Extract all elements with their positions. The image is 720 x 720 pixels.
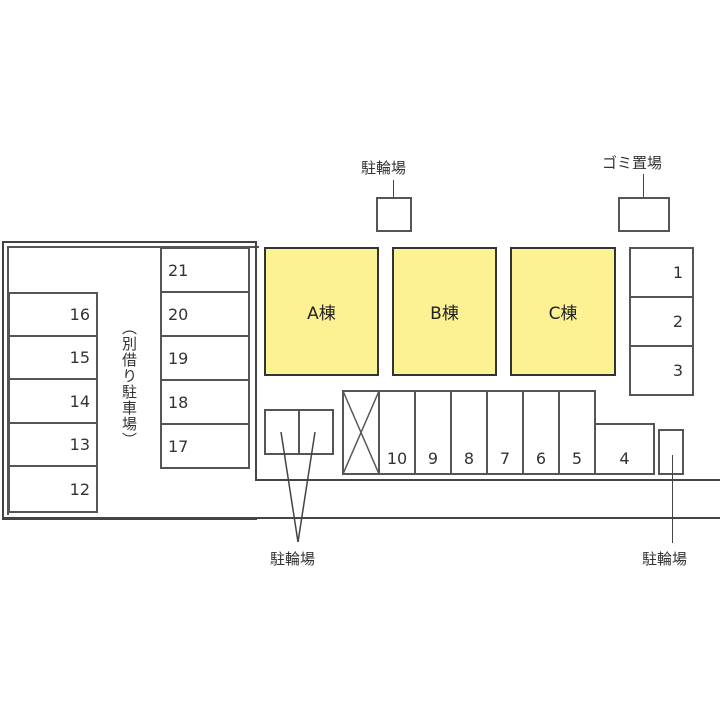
unavailable-stall-x-icon — [342, 390, 380, 475]
stall-number: 19 — [168, 348, 189, 368]
parking-stall-13: 13 — [8, 422, 98, 467]
parking-stall-10: 10 — [378, 390, 416, 475]
parking-stall-1: 1 — [629, 247, 694, 298]
leader-line — [643, 174, 644, 218]
stall-number: 5 — [571, 449, 583, 468]
stall-number: 3 — [672, 361, 683, 380]
separate-parking-lot-outer — [2, 241, 257, 520]
bicycle-parking-top — [376, 197, 412, 232]
parking-stall-15: 15 — [8, 335, 98, 380]
stall-number: 18 — [168, 392, 189, 412]
parking-stall-18: 18 — [160, 379, 250, 425]
parking-stall-19: 19 — [160, 335, 250, 381]
stall-number: 15 — [69, 348, 90, 367]
building-label: C棟 — [548, 304, 578, 324]
building-b: B棟 — [392, 247, 497, 376]
parking-stall-9: 9 — [414, 390, 452, 475]
parking-stall-16: 16 — [8, 292, 98, 337]
road-line — [2, 517, 720, 519]
leader-lines-bottom-left — [280, 431, 316, 543]
leader-line — [672, 455, 673, 543]
parking-stall-3: 3 — [629, 345, 694, 396]
parking-stall-2: 2 — [629, 296, 694, 347]
bicycle-parking-label-bottom-left: 駐輪場 — [270, 550, 316, 568]
separate-parking-label: （別借り駐車場） — [120, 320, 138, 448]
stall-number: 14 — [69, 391, 90, 411]
building-c: C棟 — [510, 247, 616, 376]
stall-number: 17 — [168, 436, 189, 456]
building-a: A棟 — [264, 247, 379, 376]
bicycle-parking-left-b — [298, 409, 334, 455]
parking-stall-8: 8 — [450, 390, 488, 475]
stall-number: 13 — [69, 435, 90, 454]
parking-stall-5: 5 — [558, 390, 596, 475]
stall-number: 4 — [619, 449, 630, 468]
parking-stall-17: 17 — [160, 423, 250, 469]
garbage-area-label: ゴミ置場 — [602, 154, 663, 172]
parking-stall-7: 7 — [486, 390, 524, 475]
building-label: B棟 — [430, 304, 459, 324]
stall-number: 6 — [535, 449, 547, 468]
stall-number: 16 — [69, 305, 90, 324]
bicycle-parking-right — [658, 429, 684, 475]
stall-number: 21 — [168, 260, 189, 280]
stall-number: 2 — [672, 312, 683, 331]
garbage-area — [618, 197, 670, 232]
parking-stall-20: 20 — [160, 291, 250, 337]
stall-number: 10 — [386, 449, 408, 468]
parking-stall-6: 6 — [522, 390, 560, 475]
lot-right-edge-line — [255, 241, 257, 481]
bicycle-parking-label-bottom-right: 駐輪場 — [642, 550, 688, 568]
stall-number: 9 — [427, 449, 439, 468]
parking-stall-12: 12 — [8, 465, 98, 513]
stall-number: 12 — [69, 479, 90, 499]
parking-stall-4: 4 — [594, 423, 655, 475]
main-lot-bottom-line — [255, 479, 720, 481]
stall-number: 7 — [499, 449, 511, 468]
stall-number: 1 — [672, 263, 683, 282]
building-label: A棟 — [307, 304, 336, 324]
stall-number: 20 — [168, 304, 189, 324]
parking-stall-21: 21 — [160, 247, 250, 293]
bicycle-parking-label-top: 駐輪場 — [361, 159, 407, 177]
stall-number: 8 — [463, 449, 475, 468]
parking-stall-14: 14 — [8, 378, 98, 424]
